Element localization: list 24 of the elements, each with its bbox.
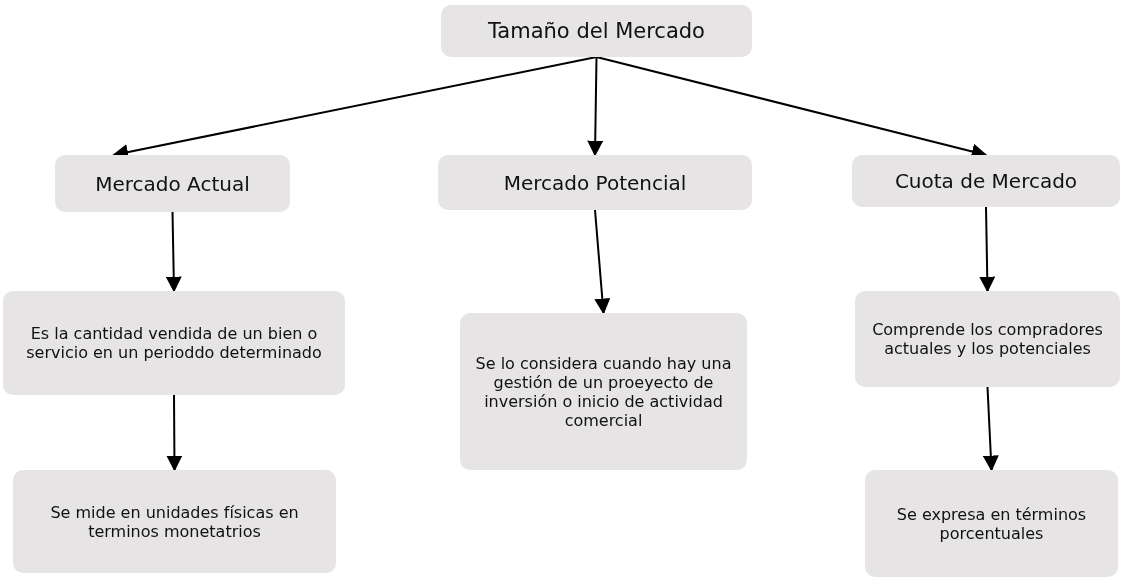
arrow [165,211,182,293]
node-text: Es la cantidad vendida de un bien o servicio en un perioddo determinado [25,324,323,362]
node-text: Comprende los compradores actuales y los potenciales [871,320,1104,358]
concept-box [441,5,752,57]
arrow [979,206,996,293]
concept-box [13,470,336,573]
arrow [982,386,999,472]
arrow [587,56,604,157]
node-text: Se mide en unidades físicas en terminos monetatrios [49,502,300,541]
concept-box [852,155,1120,207]
node-text: Se lo considera cuando hay una gestión de un proeyecto de inversión o inicio de actividad comercial [474,353,733,430]
node-text: Cuota de Mercado [894,169,1078,193]
concept-box [460,313,747,470]
node-text: Mercado Potencial [503,170,687,195]
concept-box [855,291,1120,387]
concept-box [438,155,752,210]
concept-box [55,155,290,212]
concept-box [865,470,1118,577]
node-text: Mercado Actual [95,171,250,196]
concept-box [3,291,345,395]
node-text: Tamaño del Mercado [488,19,705,43]
arrow [166,394,183,472]
arrow [594,209,611,315]
node-text: Se expresa en términos porcentuales [895,504,1088,543]
